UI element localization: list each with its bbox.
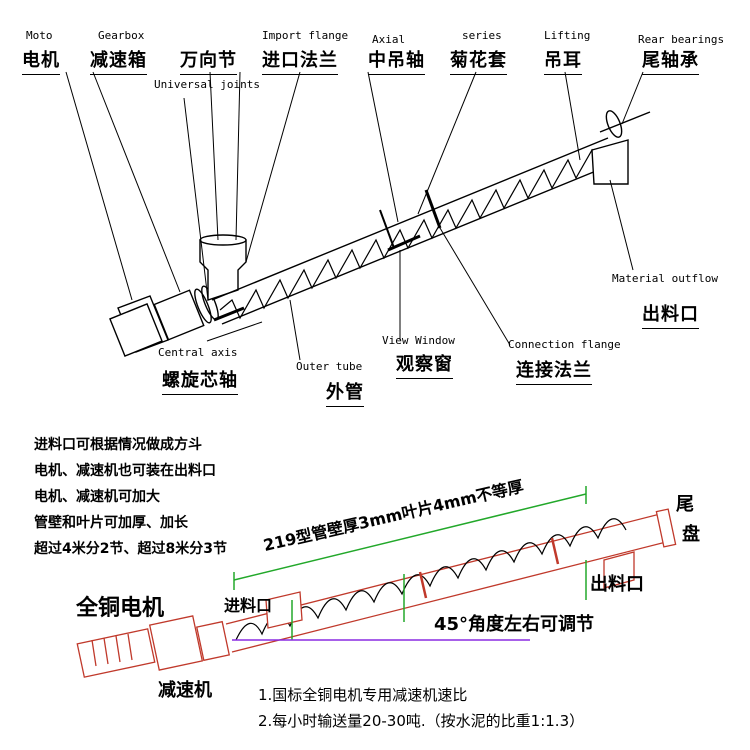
tail-plate-label-1: 尾 [676, 494, 694, 515]
top-outlet-box [591, 139, 629, 185]
import-flange-label-cn: 进口法兰 [262, 46, 338, 75]
note-line-4: 管壁和叶片可加厚、加长 [34, 515, 188, 531]
top-gearbox-shape [153, 289, 205, 341]
tail-plate-label-2: 盘 [682, 524, 700, 545]
axial-label-cn: 中吊轴 [368, 46, 425, 75]
note-line-3: 电机、减速机可加大 [34, 489, 160, 505]
material-outflow-label-en: Material outflow [612, 272, 718, 285]
bottom-motor-shape [76, 628, 156, 678]
central-axis-label-en: Central axis [158, 346, 238, 359]
motor-label: 全铜电机 [76, 596, 165, 621]
view-window-label-en: View Window [382, 334, 455, 347]
bottom-outlet [603, 551, 635, 589]
universal-label-cn: 万向节 [180, 46, 237, 75]
lifting-label-cn: 吊耳 [544, 46, 582, 75]
top-motor-body [109, 303, 163, 357]
bottom-tail-plate [655, 508, 677, 548]
central-axis-label-cn: 螺旋芯轴 [162, 366, 238, 395]
bottom-inlet [265, 591, 303, 629]
universal-label-en: Universal joints [154, 78, 260, 91]
reducer-label: 减速机 [158, 680, 212, 701]
rear-bearings-label-cn: 尾轴承 [642, 46, 699, 75]
inlet-label: 进料口 [224, 596, 273, 615]
lifting-label-en: Lifting [544, 29, 591, 42]
motor-label-en: Moto [26, 29, 53, 42]
axial-label-en: Axial [372, 33, 406, 46]
note-line-2: 电机、减速机也可装在出料口 [34, 463, 216, 479]
outer-tube-label-en: Outer tube [296, 360, 363, 373]
top-tail-bearing [605, 110, 623, 138]
motor-label-cn: 电机 [22, 46, 60, 75]
gearbox-label-en: Gearbox [98, 29, 145, 42]
outlet-label: 出料口 [590, 574, 644, 595]
material-outflow-label-cn: 出料口 [642, 300, 699, 329]
footer-line-1: 1.国标全铜电机专用减速机速比 [258, 686, 468, 704]
outer-tube-label-cn: 外管 [326, 378, 364, 407]
gearbox-label-cn: 减速箱 [90, 46, 147, 75]
top-screw-flight [219, 148, 601, 320]
connection-flange-label-cn: 连接法兰 [516, 356, 592, 385]
top-conveyor-drawing [65, 71, 651, 361]
spec-dimension [233, 486, 587, 640]
note-line-5: 超过4米分2节、超过8米分3节 [34, 541, 227, 557]
import-flange-label-en: Import flange [262, 29, 349, 42]
top-coupling [194, 288, 212, 324]
note-line-1: 进料口可根据情况做成方斗 [34, 437, 202, 453]
top-view-window [387, 234, 421, 252]
view-window-label-cn: 观察窗 [396, 350, 453, 379]
rear-bearings-label-en: Rear bearings [638, 33, 725, 46]
top-connection-flange [424, 189, 442, 229]
connection-flange-label-en: Connection flange [508, 338, 621, 351]
series-label-en: series [462, 29, 502, 42]
bottom-reducer-shape [148, 615, 204, 671]
footer-line-2: 2.每小时输送量20-30吨.（按水泥的比重1:1.3） [258, 712, 585, 730]
bottom-conveyor-drawing [76, 508, 677, 678]
angle-label: 45°角度左右可调节 [434, 614, 595, 635]
series-label-cn: 菊花套 [450, 46, 507, 75]
